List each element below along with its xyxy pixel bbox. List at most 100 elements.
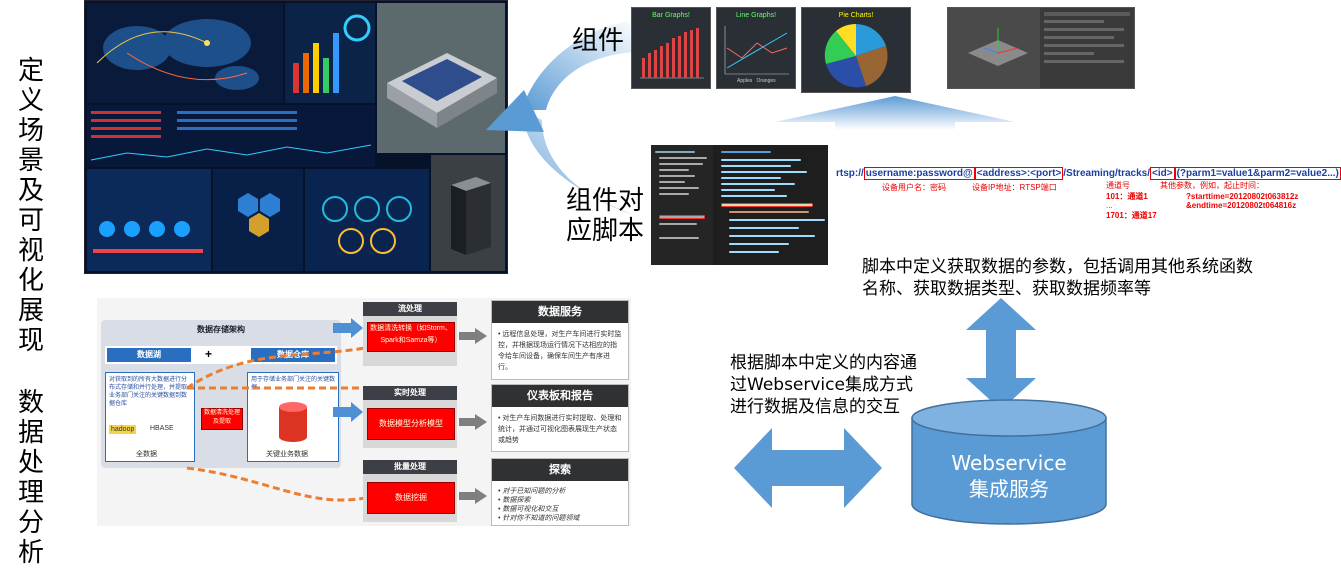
scene-label-line: 视化	[18, 236, 45, 296]
rtsp-prefix: rtsp://	[836, 168, 864, 179]
server-3d-graphic	[451, 177, 491, 255]
script-label-line: 组件对	[566, 186, 645, 216]
webservice-note: 根据脚本中定义的内容通 过Webservice集成方式 进行数据及信息的交互	[730, 352, 917, 418]
realtime-header: 实时处理	[363, 386, 457, 400]
stats-tile	[285, 3, 375, 103]
scene-label-line: 展现	[18, 296, 45, 356]
rtsp-sub-channel-title: 通道号	[1106, 181, 1130, 190]
realtime-red-box: 数据模型分析模型	[367, 408, 455, 440]
data-lake-tag: 数据湖	[107, 348, 191, 362]
webservice-note-line: 进行数据及信息的交互	[730, 397, 900, 417]
unity-editor-component	[947, 7, 1135, 89]
dashboard-text: • 对生产车间数据进行实时提取、处理和统计，并通过可视化图表展现生产状态或趋势	[498, 415, 622, 444]
stream-header: 流处理	[363, 302, 457, 316]
bar-graph-component: Bar Graphs!	[631, 7, 711, 89]
explore-title: 探索	[492, 459, 628, 481]
rtsp-path: /Streaming/tracks/	[1063, 168, 1150, 179]
pie-slice	[826, 56, 866, 88]
explore-item: • 数据可视化和交互	[498, 506, 559, 513]
rtsp-user: username:password@	[863, 167, 975, 180]
webservice-note-line: 过Webservice集成方式	[730, 375, 913, 395]
rtsp-sub-ch1: 101：通道1	[1106, 192, 1148, 201]
data-label-line: 处理	[18, 448, 45, 508]
rtsp-sub-start: ?starttime=20120802t063812z	[1186, 192, 1299, 201]
horizontal-double-arrow	[734, 428, 882, 508]
factory-3d-graphic	[387, 53, 497, 128]
stats-bars	[293, 14, 371, 93]
rtsp-sub-address: 设备IP地址：RTSP端口	[972, 183, 1057, 192]
scene-label-line: 场景	[18, 116, 45, 176]
arrow-to-svc	[459, 328, 487, 344]
bar-graph-title: Bar Graphs!	[652, 12, 690, 19]
unity-editor-graphic	[948, 8, 1130, 88]
pie-chart	[824, 23, 888, 88]
storage-architecture-panel: 数据存储架构 数据湖 + 数据仓库 对获取到的所有大数据进行分布式存储和并行处理…	[101, 320, 341, 468]
script-label-line: 应脚本	[566, 216, 645, 246]
dashboard-pane: 仪表板和报告 • 对生产车间数据进行实时提取、处理和统计，并通过可视化图表展现生…	[491, 384, 629, 452]
rtsp-params: (?parm1=value1&parm2=value2...)	[1174, 167, 1341, 180]
script-note: 脚本中定义获取数据的参数，包括调用其他系统函数 名称、获取数据类型、获取数据频率…	[862, 256, 1253, 300]
dashboard-title: 仪表板和报告	[492, 385, 628, 407]
gauges-graphic	[93, 221, 203, 253]
table-tile	[87, 105, 375, 167]
explore-list: • 对于已知问题的分析 • 数据探索 • 数据可视化和交互 • 针对你不知道的问…	[498, 487, 622, 523]
hex-tile	[213, 169, 303, 271]
hbase-logo: HBASE	[150, 425, 174, 432]
rtsp-sub-dots: ...	[1106, 201, 1113, 210]
arrow-to-stream	[333, 318, 363, 338]
line-graph-component: Line Graphs! Apples Oranges	[716, 7, 796, 89]
explore-item: • 对于已知问题的分析	[498, 488, 566, 495]
vertical-double-arrow	[966, 298, 1036, 410]
components-label: 组件	[572, 26, 625, 56]
rtsp-sub-ch17: 1701：通道17	[1106, 211, 1157, 220]
pie-chart-title: Pie Charts!	[838, 12, 874, 19]
pie-slice	[836, 23, 856, 56]
rtsp-sub-user: 设备用户名：密码	[882, 183, 946, 192]
rtsp-url: rtsp://username:password@<address>:<port…	[836, 167, 1341, 180]
extract-box: 数据清洗处理及提取	[201, 408, 243, 430]
table-graphic	[90, 111, 372, 161]
world-map-tile	[87, 3, 283, 103]
circles-tile	[305, 169, 429, 271]
cylinder-label-line: Webservice	[951, 451, 1067, 475]
script-label: 组件对 应脚本	[566, 186, 644, 246]
stream-red-box: 数据清洗转换（如Storm、Spark和Samza等）	[367, 322, 455, 352]
arrow-to-explore	[459, 488, 487, 504]
explore-item: • 数据探索	[498, 497, 531, 504]
up-arrow-to-components	[775, 96, 1015, 130]
arch-title: 数据存储架构	[197, 325, 245, 334]
data-label-line: 数据	[18, 388, 45, 448]
explore-item: • 针对你不知道的问题领域	[498, 515, 580, 522]
data-service-pane: 数据服务 • 远程信息处理，对生产车间进行实时监控，并根据现场运行情况下达相应的…	[491, 300, 629, 380]
pie-slice	[856, 24, 886, 56]
explore-pane: 探索 • 对于已知问题的分析 • 数据探索 • 数据可视化和交互 • 针对你不知…	[491, 458, 629, 526]
dashboard-mosaic-image	[84, 0, 508, 274]
script-note-line: 名称、获取数据类型、获取数据频率等	[862, 279, 1151, 299]
code-file-tree	[651, 145, 713, 265]
bar-graph-chart	[640, 28, 704, 79]
data-label: 数据 处理 分析	[18, 388, 58, 568]
scene-label-line: 定义	[18, 56, 45, 116]
arrow-to-realtime	[333, 402, 363, 422]
cylinder-label-line: 集成服务	[969, 477, 1049, 501]
hadoop-logo: hadoop	[109, 425, 137, 434]
legend-apples: Apples	[737, 78, 753, 84]
rtsp-sub-end: &endtime=20120802t064816z	[1186, 201, 1297, 210]
webservice-note-line: 根据脚本中定义的内容通	[730, 353, 917, 373]
line-graph-legend: Apples Oranges	[737, 78, 776, 84]
data-service-text: • 远程信息处理，对生产车间进行实时监控，并根据现场运行情况下达相应的指令给车间…	[498, 331, 622, 371]
factory-3d-tile	[377, 3, 505, 153]
script-note-line: 脚本中定义获取数据的参数，包括调用其他系统函数	[862, 257, 1253, 277]
legend-oranges: Oranges	[756, 78, 776, 84]
curved-arrow-graphic	[486, 20, 636, 215]
arrow-to-dash	[459, 414, 487, 430]
hex-graphic	[238, 193, 280, 237]
key-data-label: 关键业务数据	[266, 451, 308, 458]
plus-sign: +	[205, 347, 213, 361]
line-graph-title: Line Graphs!	[735, 12, 777, 19]
batch-header: 批量处理	[363, 460, 457, 474]
line-graph-chart	[724, 26, 789, 75]
pie-slice	[856, 46, 888, 86]
scene-label: 定义 场景 及可 视化 展现	[18, 56, 58, 356]
world-map-graphic	[96, 19, 259, 90]
